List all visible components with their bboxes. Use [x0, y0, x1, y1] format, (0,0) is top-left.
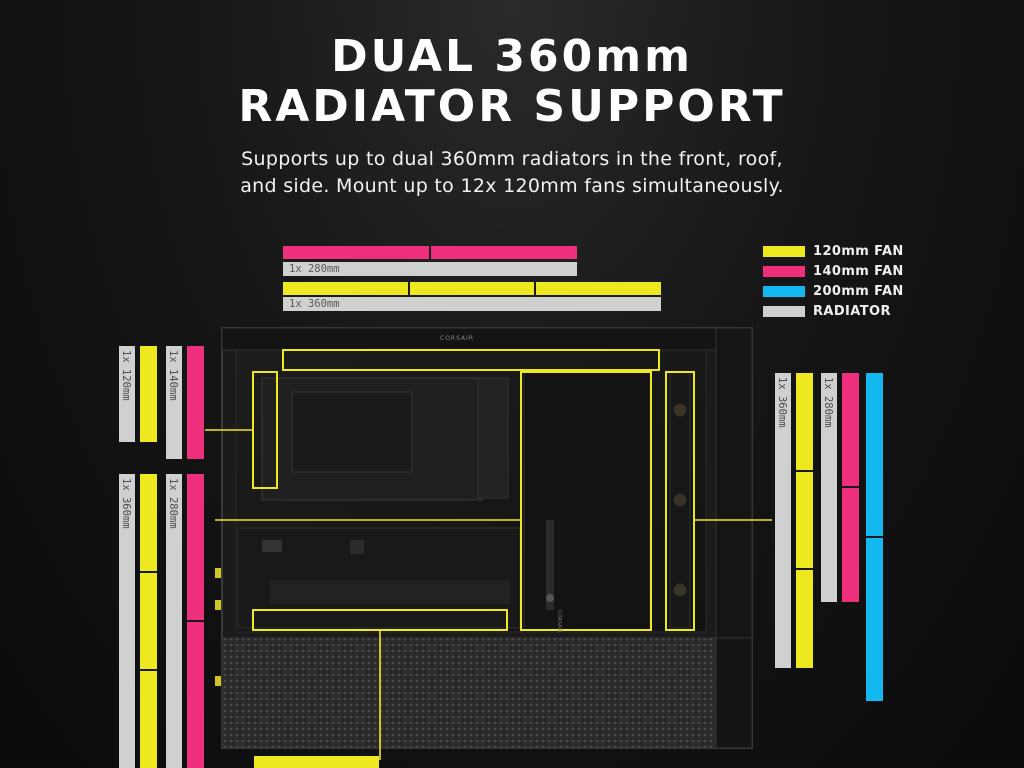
side-280mm-label: 1x 280mm	[822, 377, 834, 428]
bottom-280mm-radiator-bar: 1x 280mm	[166, 474, 182, 768]
bottom-140mm-fans-bar	[187, 474, 204, 768]
title-line-2: RADIATOR SUPPORT	[238, 81, 786, 132]
connector-lines	[205, 429, 772, 760]
top-360mm-label: 1x 360mm	[289, 298, 340, 310]
side-360mm-label: 1x 360mm	[776, 377, 788, 428]
top-120mm-fans-bar	[283, 282, 661, 295]
side-360mm-radiator-bar: 1x 360mm	[775, 373, 791, 668]
legend-swatch-radiator	[763, 306, 805, 317]
side-280mm-radiator-bar: 1x 280mm	[821, 373, 837, 602]
bottom-360mm-label: 1x 360mm	[120, 478, 132, 529]
side-mount-outline	[665, 371, 695, 631]
lower-chamber	[237, 527, 521, 629]
side-120mm-fans-bar	[796, 373, 813, 668]
legend-label-radiator: RADIATOR	[813, 304, 891, 319]
bottom-280mm-label: 1x 280mm	[167, 478, 179, 529]
shroud-outline	[520, 371, 652, 631]
case-brand-logo: CORSAIR	[440, 335, 475, 342]
rear-120mm-label: 1x 120mm	[120, 350, 132, 401]
motherboard-cutout	[291, 391, 413, 473]
top-140mm-fans-bar	[283, 246, 577, 259]
side-140mm-fans-bar	[842, 373, 859, 602]
bottom-360mm-radiator-bar: 1x 360mm	[119, 474, 135, 768]
subtitle-line-1: Supports up to dual 360mm radiators in t…	[241, 148, 783, 170]
legend-swatch-200mm-fan	[763, 286, 805, 297]
top-280mm-radiator-bar: 1x 280mm	[283, 262, 577, 276]
rear-120mm-radiator-bar: 1x 120mm	[119, 346, 135, 442]
cable-shroud	[523, 371, 651, 631]
legend-swatch-140mm-fan	[763, 266, 805, 277]
legend-label-120mm-fan: 120mm FAN	[813, 244, 904, 259]
top-280mm-label: 1x 280mm	[289, 263, 340, 275]
front-mesh-panel	[221, 637, 717, 749]
legend-swatch-120mm-fan	[763, 246, 805, 257]
rear-120mm-fan-bar	[140, 346, 157, 442]
rear-140mm-fan-bar	[187, 346, 204, 459]
legend-label-200mm-fan: 200mm FAN	[813, 284, 904, 299]
bottom-120mm-fans-bar	[140, 474, 157, 768]
shroud-brand-logo: CORSAIR	[556, 610, 562, 633]
title-line-1: DUAL 360mm	[331, 31, 693, 82]
side-fans	[669, 371, 691, 629]
side-200mm-fans-bar	[866, 373, 883, 701]
top-mount-outline	[282, 349, 660, 371]
rear-140mm-radiator-bar: 1x 140mm	[166, 346, 182, 459]
rear-140mm-label: 1x 140mm	[167, 350, 179, 401]
bottom-front-120mm-fan-bar	[254, 756, 379, 768]
top-360mm-radiator-bar: 1x 360mm	[283, 297, 661, 311]
legend-label-140mm-fan: 140mm FAN	[813, 264, 904, 279]
subtitle-line-2: and side. Mount up to 12x 120mm fans sim…	[240, 175, 784, 197]
